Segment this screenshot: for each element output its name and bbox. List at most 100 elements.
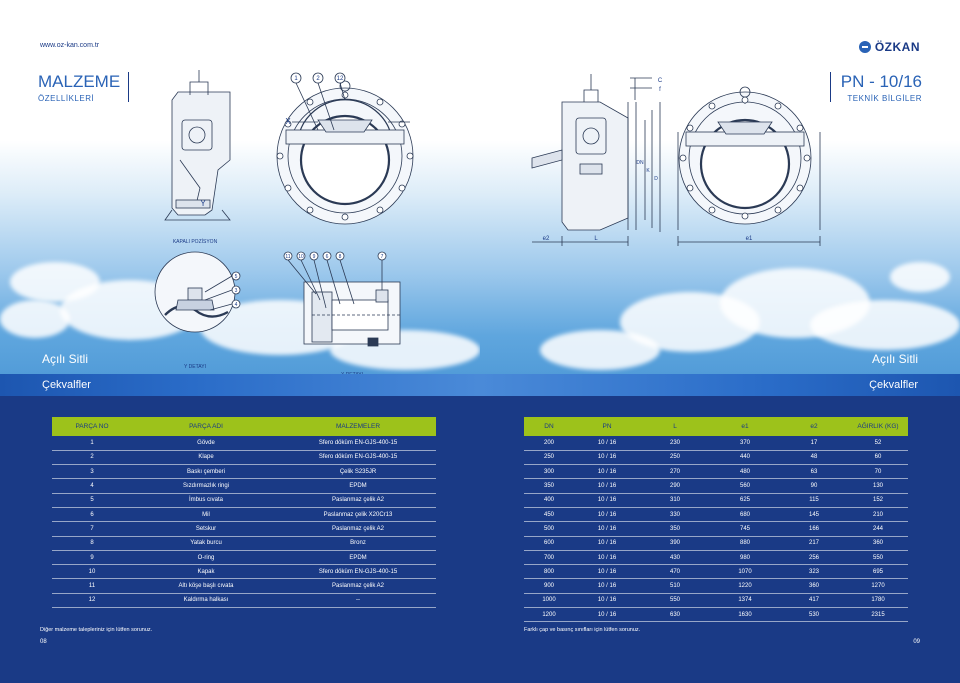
table-cell: 90	[780, 478, 848, 494]
table-cell: 300	[524, 464, 574, 480]
callout-3: 3	[235, 288, 238, 294]
table-cell: 695	[848, 564, 908, 580]
logo-text: ÖZKAN	[874, 40, 920, 54]
page-subtitle: ÖZELLİKLERİ	[38, 94, 95, 103]
dimension-c: C	[658, 78, 663, 84]
table-cell: Paslanmaz çelik A2	[280, 493, 436, 508]
x-marker: X	[285, 117, 291, 126]
table-cell: 9	[52, 550, 132, 566]
callout-2: 2	[316, 76, 320, 82]
table-cell: Sfero döküm EN-GJS-400-15	[280, 564, 436, 580]
table-cell: 145	[780, 507, 848, 523]
left-page: www.oz-kan.com.tr MALZEME ÖZELLİKLERİ	[0, 0, 480, 645]
callout-12: 12	[337, 76, 344, 82]
table-cell: 10 / 16	[574, 550, 640, 566]
column-header: L	[640, 417, 710, 436]
table-cell: EPDM	[280, 478, 436, 494]
page-number: 08	[40, 639, 47, 645]
table-cell: 10 / 16	[574, 578, 640, 594]
technical-footnote: Farklı çap ve basınç sınıfları için lütf…	[524, 627, 641, 633]
table-cell: 10 / 16	[574, 536, 640, 551]
valve-section-drawing: 1 2 12 X Y KAPALI POZİSYON 11 10 9 6 8 7…	[154, 70, 414, 378]
dimension-e2: e2	[543, 236, 550, 242]
title-divider	[830, 72, 831, 102]
dimension-f: f	[659, 87, 661, 93]
table-cell: 4	[52, 478, 132, 494]
table-cell: 270	[640, 464, 710, 480]
table-cell: 230	[640, 436, 710, 451]
table-cell: Altı köşe başlı cıvata	[132, 578, 280, 594]
table-cell: Klape	[132, 450, 280, 466]
callout-6: 6	[326, 254, 329, 260]
table-cell: 17	[780, 436, 848, 451]
table-cell: 600	[524, 536, 574, 551]
table-cell: Çelik S235JR	[280, 464, 436, 480]
table-cell: Gövde	[132, 436, 280, 451]
table-cell: 310	[640, 493, 710, 508]
table-cell: 745	[710, 521, 780, 537]
table-cell: 250	[640, 450, 710, 466]
title-block: MALZEME ÖZELLİKLERİ	[38, 72, 120, 103]
column-header: DN	[524, 417, 574, 436]
column-header: e1	[710, 417, 780, 436]
table-cell: 130	[848, 478, 908, 494]
title-block: PN - 10/16 TEKNİK BİLGİLER	[841, 72, 922, 103]
callout-5: 5	[235, 274, 238, 280]
table-cell: 323	[780, 564, 848, 580]
table-cell: 10 / 16	[574, 507, 640, 523]
table-cell: 48	[780, 450, 848, 466]
table-cell: 480	[710, 464, 780, 480]
column-header: PARÇA ADI	[132, 417, 280, 436]
cloud	[0, 300, 70, 338]
page-number: 09	[913, 639, 920, 645]
table-cell: Setskur	[132, 521, 280, 537]
column-header: PARÇA NO	[52, 417, 132, 436]
table-cell: 10 / 16	[574, 493, 640, 508]
table-cell: 1374	[710, 593, 780, 609]
table-cell: 8	[52, 536, 132, 551]
column-header: e2	[780, 417, 848, 436]
table-cell: İmbus cıvata	[132, 493, 280, 508]
table-cell: 430	[640, 550, 710, 566]
table-cell: 1200	[524, 607, 574, 623]
company-logo: ÖZKAN	[858, 40, 920, 54]
table-cell: 700	[524, 550, 574, 566]
table-cell: 450	[524, 507, 574, 523]
table-cell: Sızdırmazlık ringi	[132, 478, 280, 494]
table-cell: 350	[640, 521, 710, 537]
table-cell: 330	[640, 507, 710, 523]
table-cell: Yatak burcu	[132, 536, 280, 551]
table-cell: 630	[640, 607, 710, 623]
callout-10: 10	[298, 254, 304, 260]
callout-11: 11	[285, 254, 290, 260]
table-cell: 350	[524, 478, 574, 494]
table-cell: 152	[848, 493, 908, 508]
table-cell: 470	[640, 564, 710, 580]
table-cell: 1220	[710, 578, 780, 594]
table-cell: 900	[524, 578, 574, 594]
cloud	[810, 300, 960, 350]
table-cell: 1780	[848, 593, 908, 609]
dimension-l: L	[594, 236, 598, 242]
category-band: Çekvalfler	[480, 374, 960, 396]
y-detail-label: Y DETAYI	[184, 364, 206, 370]
table-cell: Mil	[132, 507, 280, 523]
website-url[interactable]: www.oz-kan.com.tr	[40, 42, 100, 49]
table-cell: 52	[848, 436, 908, 451]
valve-dimension-drawing: C f DN K D e2 L e1	[531, 74, 821, 246]
table-cell: 360	[780, 578, 848, 594]
callout-8: 8	[339, 254, 342, 260]
table-cell: Sfero döküm EN-GJS-400-15	[280, 436, 436, 451]
